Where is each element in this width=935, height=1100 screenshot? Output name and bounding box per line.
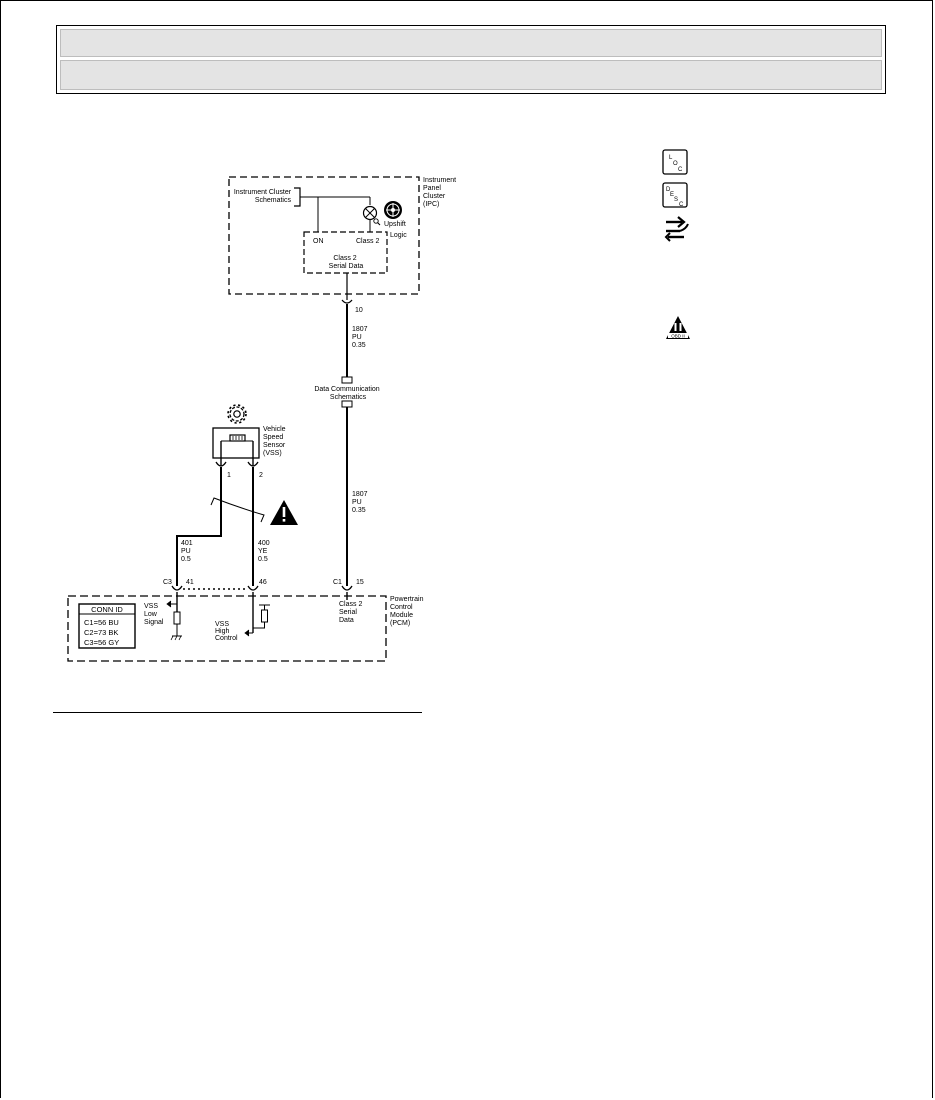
pcm-vss-low-label: VSS Low Signal xyxy=(144,603,164,626)
wire-401 xyxy=(176,467,222,586)
header-box xyxy=(56,25,886,94)
upshift-lamp-icon xyxy=(362,205,378,221)
pcm-pin41-connector xyxy=(171,585,183,591)
ipc-pin-10: 10 xyxy=(355,307,363,314)
pcm-pin15-connector xyxy=(341,585,353,591)
conn-id-row: C2=73 BK xyxy=(84,628,118,637)
gear-icon xyxy=(227,404,247,424)
obd-ii-label: OBD II xyxy=(671,334,685,339)
ipc-outline xyxy=(228,176,420,295)
wire-1807-upper-label: 1807 PU 0.35 xyxy=(352,326,370,349)
pcm-pin-46: 46 xyxy=(259,579,267,586)
pcm-low-resistor xyxy=(173,611,181,625)
vss-outline xyxy=(212,427,260,459)
vss-pin2: 2 xyxy=(259,472,263,479)
svg-text:E: E xyxy=(670,192,674,198)
pcm-high-resistor xyxy=(261,609,268,623)
pcm-vss-high-label: VSS High Control xyxy=(215,621,238,642)
upshift-label: Upshift xyxy=(384,221,406,228)
ipc-ref-bracket xyxy=(294,187,301,207)
ipc-pin-class2: Class 2 xyxy=(356,238,379,245)
svg-text:C: C xyxy=(678,167,683,173)
svg-text:D: D xyxy=(666,187,671,193)
location-icon[interactable]: L O C xyxy=(662,149,688,175)
svg-text:S: S xyxy=(674,197,678,203)
conn-id-row: C1=56 BU xyxy=(84,618,119,627)
wire-1807-lower-label: 1807 PU 0.35 xyxy=(352,491,370,514)
pcm-module: C3 41 46 C1 15 VSS Low Signal xyxy=(67,579,425,662)
obd-ii-icon[interactable]: OBD II xyxy=(666,316,690,339)
ipc-serial-data: Class 2 Serial Data xyxy=(329,255,364,270)
header-subtitle-bar xyxy=(60,60,882,90)
wire-401-label: 401 PU 0.5 xyxy=(181,540,195,563)
pcm-conn-c3: C3 xyxy=(163,579,172,586)
ipc-connector-mark xyxy=(341,299,353,304)
conn-id-table: CONN ID C1=56 BU C2=73 BK C3=56 GY xyxy=(78,603,136,649)
pcm-name: Powertrain Control Module (PCM) xyxy=(390,596,425,627)
caution-icon xyxy=(270,500,298,525)
svg-text:O: O xyxy=(673,161,678,167)
svg-text:C: C xyxy=(679,202,684,208)
ground-icon xyxy=(170,635,182,641)
vss-pin1: 1 xyxy=(227,472,231,479)
svg-text:L: L xyxy=(669,155,673,161)
vss-pin2-connector xyxy=(247,461,259,467)
vss-name: Vehicle Speed Sensor (VSS) xyxy=(263,426,288,457)
pcm-pin46-connector xyxy=(247,585,259,591)
conn-id-row: C3=56 GY xyxy=(84,638,119,647)
ipc-inner-box xyxy=(303,231,388,274)
conn-id-title: CONN ID xyxy=(91,605,123,614)
ipc-pin-on: ON xyxy=(313,238,324,245)
section-divider xyxy=(53,712,422,713)
dcs-splice-bottom xyxy=(341,400,353,408)
vss-pin1-connector xyxy=(215,461,227,467)
pcm-outline xyxy=(67,595,387,662)
logic-badge-icon xyxy=(384,201,402,219)
wire-400-label: 400 YE 0.5 xyxy=(258,540,272,563)
header-title-bar xyxy=(60,29,882,57)
dcs-splice-top xyxy=(341,376,353,384)
twisted-pair-mark xyxy=(210,497,265,523)
pcm-pin-41: 41 xyxy=(186,579,194,586)
vss-sensor: Vehicle Speed Sensor (VSS) 1 2 xyxy=(212,404,288,479)
vss-element xyxy=(229,434,246,442)
ipc-name: Instrument Panel Cluster (IPC) xyxy=(423,177,458,208)
dcs-label: Data Communication Schematics xyxy=(314,386,381,401)
pcm-serial-label: Class 2 Serial Data xyxy=(339,601,364,624)
description-icon[interactable]: D E S C xyxy=(662,182,688,208)
magnifier-icon xyxy=(373,218,381,226)
ipc-schematic-ref: Instrument Cluster Schematics xyxy=(234,189,293,204)
diagnostic-tools-icon[interactable] xyxy=(664,216,689,242)
pcm-pin-15: 15 xyxy=(356,579,364,586)
ipc-module: Instrument Panel Cluster (IPC) Instrumen… xyxy=(228,176,458,314)
pcm-conn-c1: C1 xyxy=(333,579,342,586)
logic-label: Logic xyxy=(390,232,407,239)
